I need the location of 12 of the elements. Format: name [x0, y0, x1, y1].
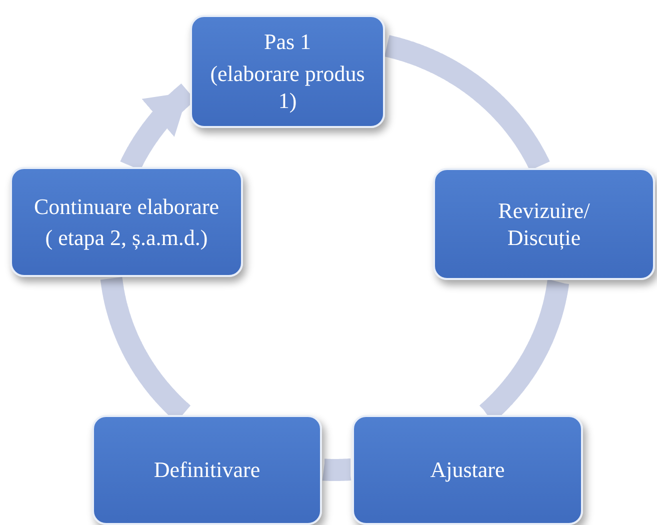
box-text: Revizuire/ Discuție — [497, 196, 591, 252]
process-box — [433, 168, 655, 280]
box-text: ( etapa 2, ș.a.m.d.) — [45, 224, 208, 252]
process-box — [352, 415, 583, 525]
box-text: Pas 1 — [264, 28, 312, 56]
box-text: Continuare elaborare — [34, 192, 220, 220]
box-text: Ajustare — [430, 456, 505, 484]
box-text: Definitivare — [154, 456, 260, 484]
box-text: (elaborare produs 1) — [209, 60, 366, 115]
process-box — [190, 15, 385, 128]
process-box — [10, 167, 243, 277]
process-box — [92, 415, 322, 525]
